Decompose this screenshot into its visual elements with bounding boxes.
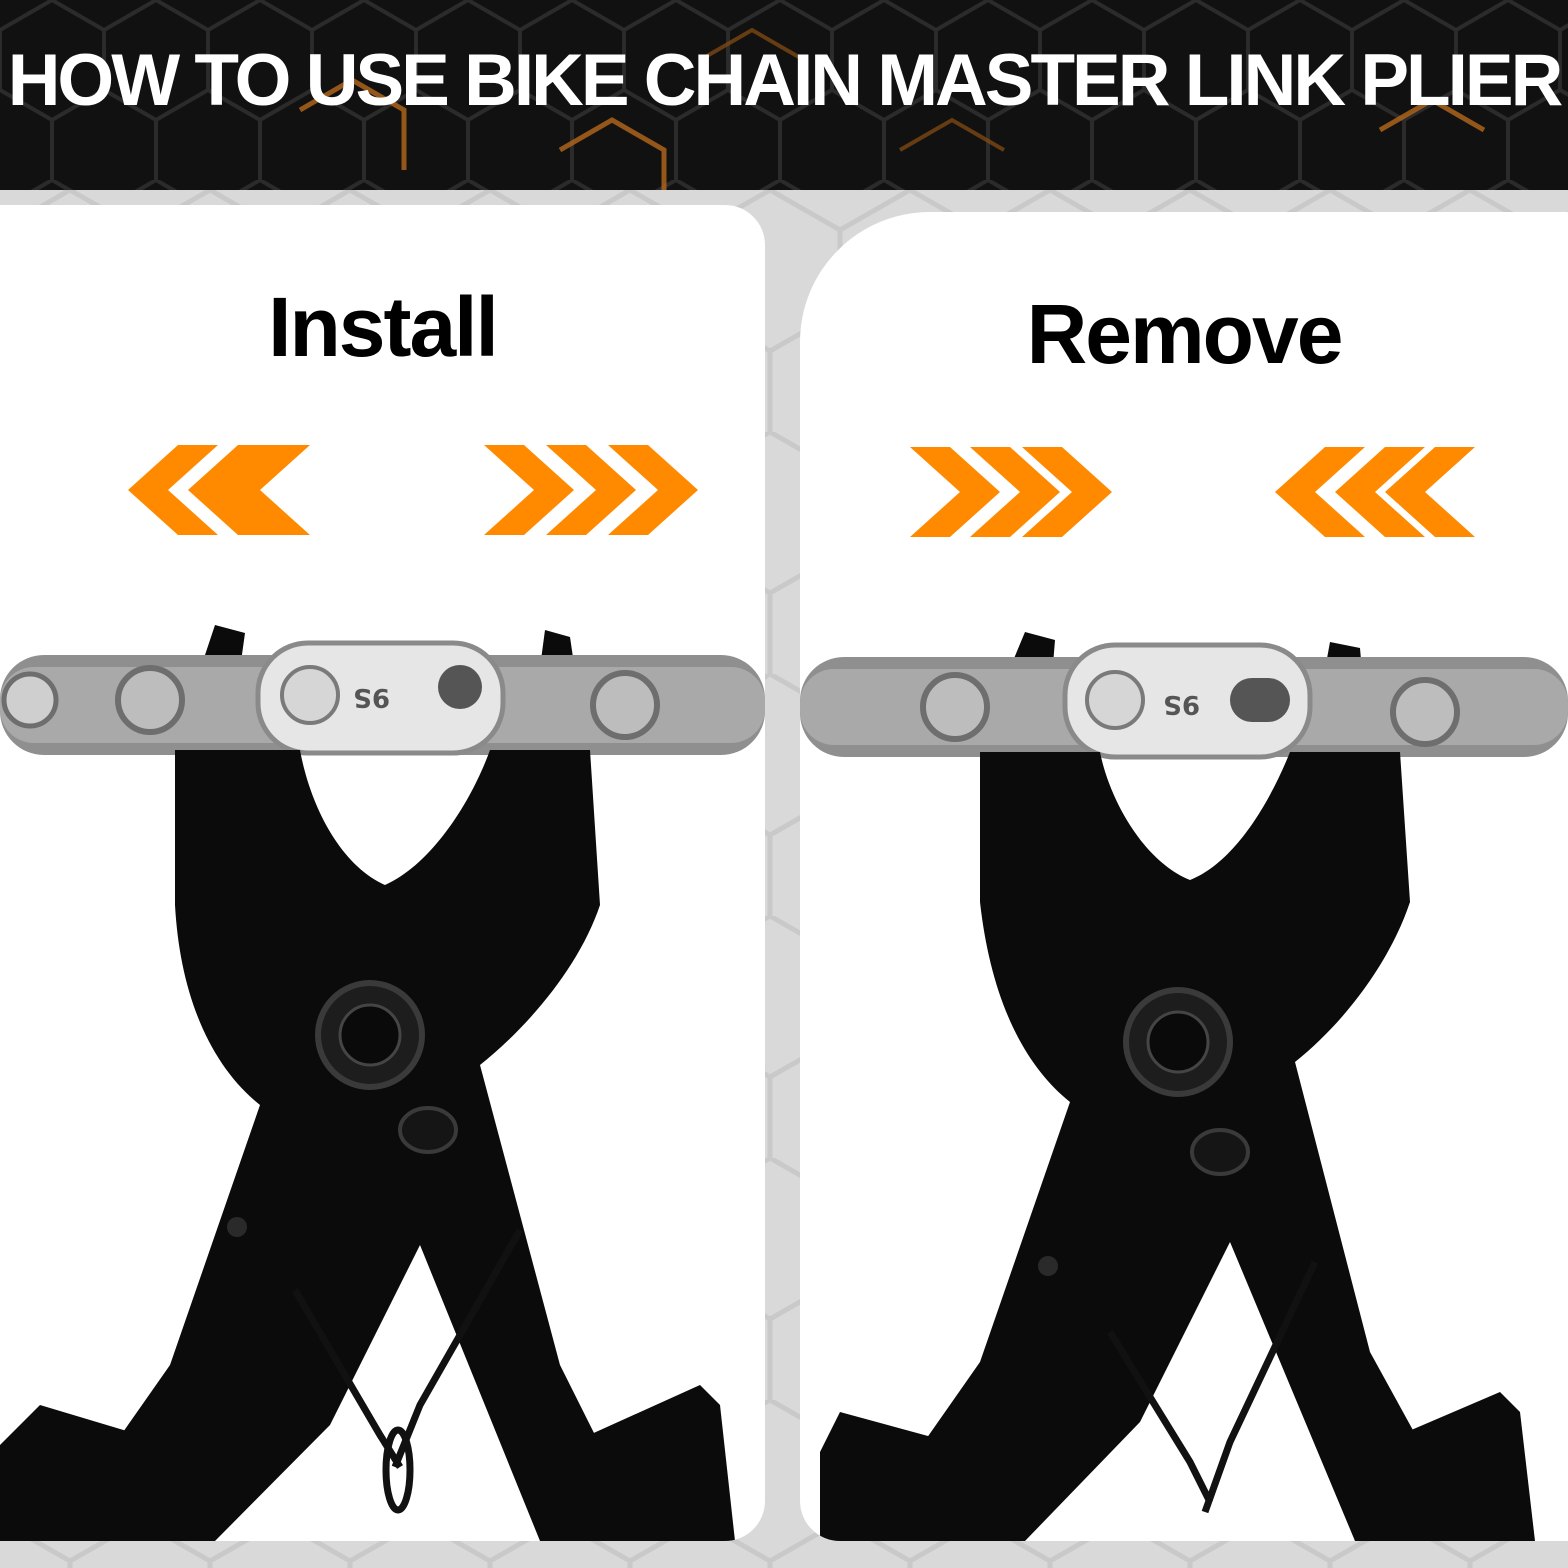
link-label: 9S xyxy=(353,682,390,712)
spring-icon xyxy=(1107,1260,1319,1514)
remove-illustration: 9S xyxy=(800,447,1568,1541)
link-label: 9S xyxy=(1163,689,1200,719)
arrow-left-icon xyxy=(128,445,310,535)
arrow-right-icon xyxy=(484,445,698,535)
pivot-bolt-icon xyxy=(1038,987,1250,1276)
pivot-bolt-icon xyxy=(227,980,458,1237)
hexagon-pattern-icon xyxy=(0,0,1568,190)
arrow-right-icon xyxy=(910,447,1112,537)
bike-chain: 9S xyxy=(0,640,765,756)
install-illustration: 9S xyxy=(0,445,765,1541)
arrow-left-icon xyxy=(1275,447,1475,537)
remove-panel: Remove 9S xyxy=(800,212,1568,1541)
install-title: Install xyxy=(268,280,499,374)
header-banner: HOW TO USE BIKE CHAIN MASTER LINK PLIER xyxy=(0,0,1568,190)
plier-body xyxy=(0,750,735,1541)
install-panel: Install 9S xyxy=(0,205,765,1541)
spring-icon xyxy=(291,1228,524,1514)
page-title: HOW TO USE BIKE CHAIN MASTER LINK PLIER xyxy=(7,40,1564,121)
bike-chain: 9S xyxy=(800,642,1568,760)
plier-body xyxy=(820,752,1535,1541)
remove-title: Remove xyxy=(1026,287,1344,381)
